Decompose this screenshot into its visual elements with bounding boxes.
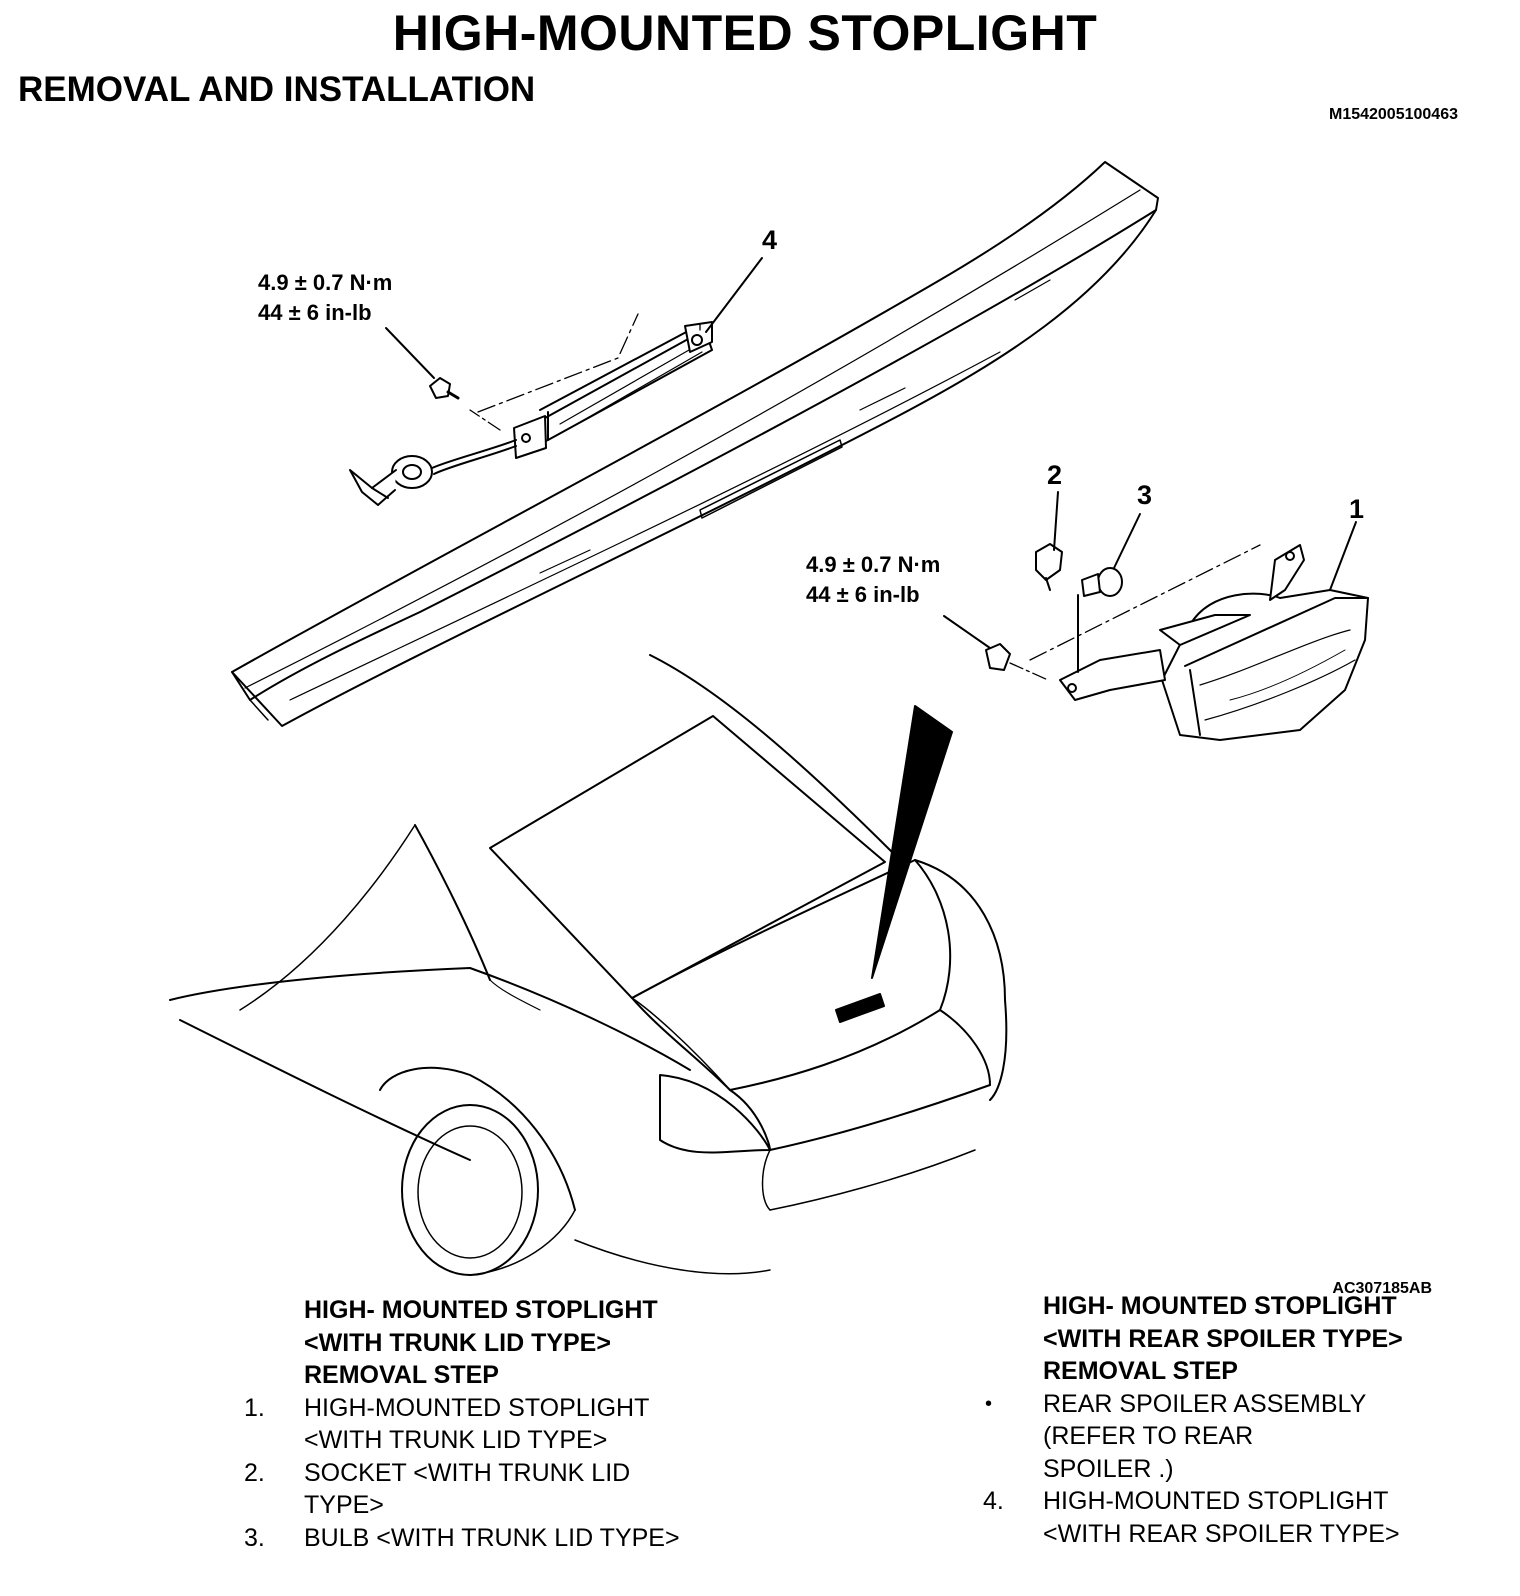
section-subtitle: REMOVAL AND INSTALLATION: [18, 70, 536, 109]
document-id: M1542005100463: [1328, 106, 1458, 123]
rear-spoiler-removal-section: HIGH- MOUNTED STOPLIGHT <WITH REAR SPOIL…: [983, 1290, 1483, 1550]
spoiler-stoplight-illustration: [349, 257, 763, 506]
step-text: TYPE>: [304, 1491, 384, 1519]
section-heading-line: <WITH REAR SPOILER TYPE>: [1043, 1324, 1403, 1353]
step-text: REAR SPOILER ASSEMBLY: [1043, 1389, 1367, 1418]
section-heading-line: REMOVAL STEP: [304, 1361, 499, 1389]
torque-imperial: 44 ± 6 in-lb: [258, 300, 372, 325]
step-text: <WITH TRUNK LID TYPE>: [304, 1426, 608, 1454]
step-text: (REFER TO REAR: [1043, 1422, 1254, 1450]
removal-step: 2. SOCKET <WITH TRUNK LID TYPE>: [244, 1457, 774, 1522]
section-heading-line: HIGH- MOUNTED STOPLIGHT: [304, 1296, 658, 1324]
removal-step: 4. HIGH-MOUNTED STOPLIGHT <WITH REAR SPO…: [983, 1485, 1483, 1550]
callout-2: 2: [1047, 460, 1063, 490]
step-number: 1.: [244, 1393, 265, 1422]
step-text: <WITH REAR SPOILER TYPE>: [1043, 1519, 1400, 1548]
trunk-lid-removal-section: HIGH- MOUNTED STOPLIGHT <WITH TRUNK LID …: [244, 1294, 774, 1555]
page-title: HIGH-MOUNTED STOPLIGHT: [392, 5, 1098, 61]
removal-step: • REAR SPOILER ASSEMBLY (REFER TO REAR S…: [985, 1388, 1483, 1486]
torque-spec-spoiler: 4.9 ± 0.7 N·m 44 ± 6 in-lb: [258, 268, 392, 328]
torque-metric: 4.9 ± 0.7 N·m: [258, 270, 393, 295]
trunk-lid-stoplight-illustration: [943, 491, 1369, 741]
step-text: SPOILER .): [1043, 1454, 1174, 1483]
step-text: SOCKET <WITH TRUNK LID: [304, 1458, 631, 1487]
torque-spec-trunk: 4.9 ± 0.7 N·m 44 ± 6 in-lb: [806, 550, 940, 610]
step-text: HIGH-MOUNTED STOPLIGHT: [304, 1393, 650, 1422]
section-heading-line: HIGH- MOUNTED STOPLIGHT: [1043, 1292, 1397, 1320]
step-text: BULB <WITH TRUNK LID TYPE>: [304, 1523, 680, 1552]
rear-spoiler-illustration: [231, 161, 1159, 727]
bullet-icon: •: [985, 1392, 993, 1415]
step-number: 4.: [983, 1487, 1004, 1515]
figure-id: AC307185AB: [1332, 1280, 1432, 1297]
step-text: HIGH-MOUNTED STOPLIGHT: [1043, 1487, 1389, 1515]
section-heading-line: <WITH TRUNK LID TYPE>: [304, 1328, 611, 1357]
callout-1: 1: [1349, 494, 1365, 524]
torque-metric: 4.9 ± 0.7 N·m: [806, 552, 941, 577]
removal-step: 1. HIGH-MOUNTED STOPLIGHT <WITH TRUNK LI…: [244, 1392, 774, 1457]
callout-3: 3: [1137, 480, 1153, 510]
callout-4: 4: [762, 225, 778, 255]
step-number: 3.: [244, 1523, 265, 1552]
removal-step: 3. BULB <WITH TRUNK LID TYPE>: [244, 1522, 774, 1555]
car-rear-illustration: [169, 654, 1008, 1276]
section-heading-line: REMOVAL STEP: [1043, 1357, 1238, 1385]
torque-imperial: 44 ± 6 in-lb: [806, 582, 920, 607]
step-number: 2.: [244, 1458, 265, 1487]
